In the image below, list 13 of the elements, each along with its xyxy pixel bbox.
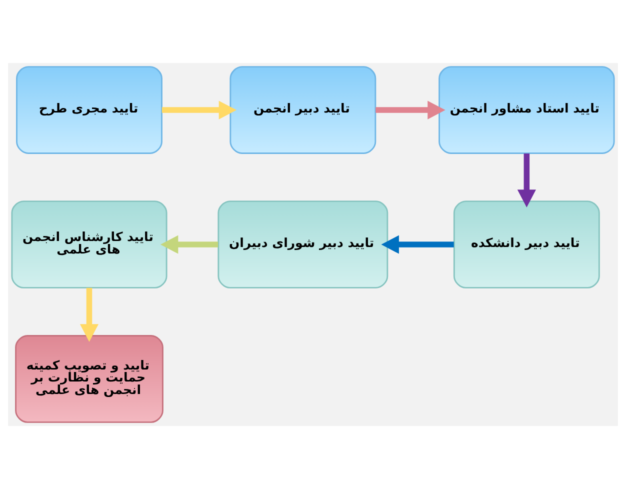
arrow [517, 152, 536, 207]
arrow [376, 100, 446, 119]
node-box: تایید کارشناس انجمن های علمی [11, 200, 168, 288]
node-box: تایید استاد مشاور انجمن [438, 66, 615, 154]
node-box: تایید و تصویب کمیته حمایت و نظارت بر انجمن های علمی [15, 334, 164, 422]
arrow [80, 287, 99, 342]
node-box: تایید دبیر انجمن [230, 66, 376, 154]
arrow [160, 234, 218, 254]
arrow [162, 100, 237, 119]
node-box: تایید مجری طرح [16, 66, 162, 154]
node-box: تایید دبیر شورای دبیران [218, 200, 388, 288]
node-box: تایید دبیر دانشکده [453, 200, 600, 288]
arrow [381, 234, 454, 254]
